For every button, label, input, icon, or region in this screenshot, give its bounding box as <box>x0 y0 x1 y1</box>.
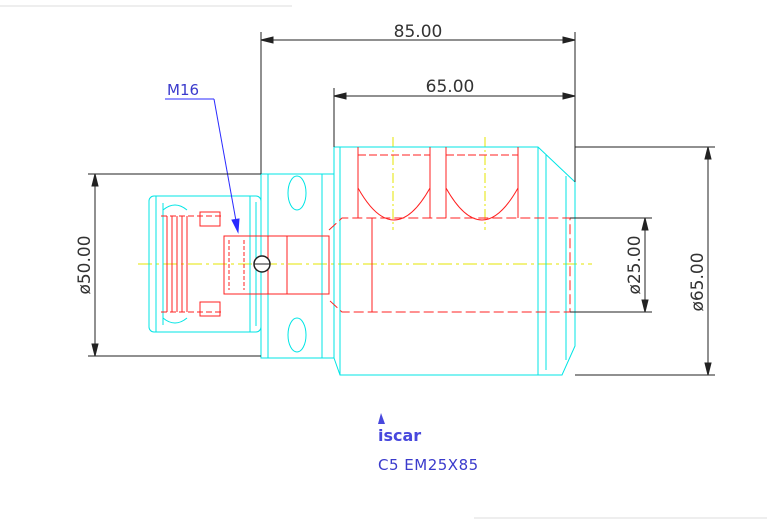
dimension-overall-length <box>260 32 576 182</box>
logo-text: iscar <box>378 426 421 445</box>
hidden-features <box>161 147 571 317</box>
main-body <box>333 146 576 376</box>
thread-leader <box>165 98 240 234</box>
dimension-50-label: ø50.00 <box>75 235 95 294</box>
dimension-nut-diameter <box>88 173 261 357</box>
model-code: C5 EM25X85 <box>378 456 479 474</box>
dimension-body-diameter <box>575 146 715 376</box>
dimension-65-diameter-label: ø65.00 <box>688 252 708 311</box>
thread-size-label: M16 <box>167 81 199 99</box>
dimension-25-label: ø25.00 <box>625 235 645 294</box>
dimension-85-label: 85.00 <box>394 22 443 42</box>
iscar-logo-icon <box>378 413 385 424</box>
neck-section <box>260 173 335 359</box>
dimension-65-label: 65.00 <box>426 77 475 97</box>
dimension-body-length <box>333 88 576 147</box>
dimension-bore-diameter <box>570 217 652 313</box>
